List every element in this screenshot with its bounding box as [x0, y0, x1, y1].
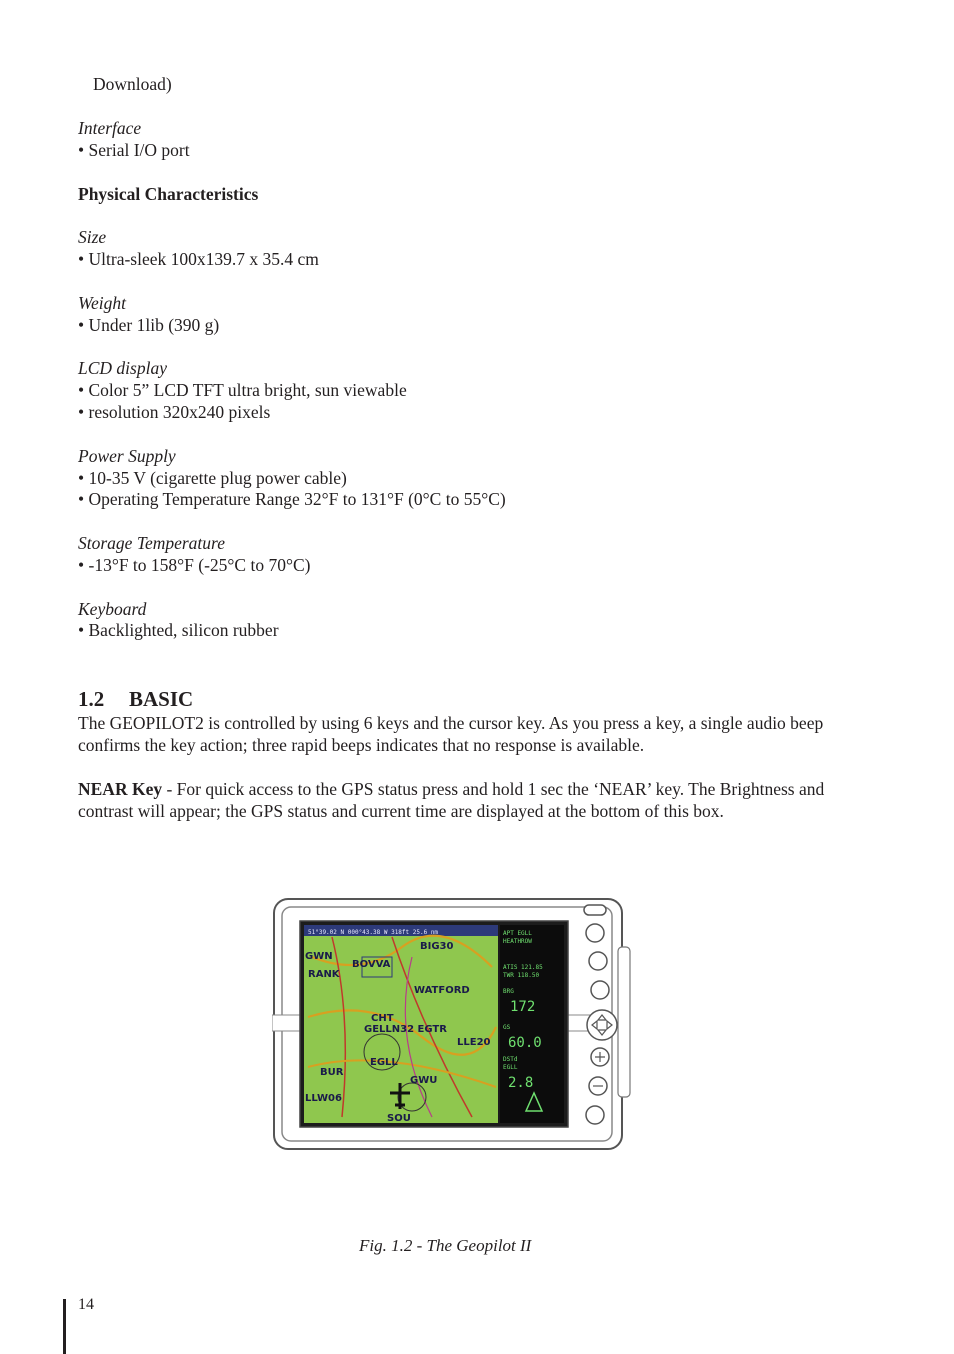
section-number: 1.2 [78, 687, 105, 711]
keyboard-heading: Keyboard [78, 599, 147, 619]
near-key-text: - For quick access to the GPS status pre… [78, 779, 825, 821]
physical-characteristics-heading: Physical Characteristics [78, 184, 259, 204]
storage-item: • -13°F to 158°F (-25°C to 70°C) [78, 555, 311, 575]
size-heading: Size [78, 227, 107, 247]
svg-text:51°39.02 N 000°43.38 W 318ft 2: 51°39.02 N 000°43.38 W 318ft 25.6 nm [308, 929, 438, 936]
panel-dst-value: 2.8 [508, 1075, 533, 1091]
keyboard-item: • Backlighted, silicon rubber [78, 620, 279, 640]
geopilot-device-figure: 51°39.02 N 000°43.38 W 318ft 25.6 nm BIG… [272, 898, 631, 1150]
lcd-heading: LCD display [78, 358, 167, 378]
power-item-1: • 10-35 V (cigarette plug power cable) [78, 468, 347, 488]
lcd-item-1: • Color 5” LCD TFT ultra bright, sun vie… [78, 380, 407, 400]
near-key-label: NEAR Key [78, 779, 163, 799]
map-label-1: BIG30 [420, 941, 454, 952]
page-number: 14 [78, 1296, 94, 1313]
map-label-10: BUR [320, 1067, 344, 1078]
panel-brg-value: 172 [510, 999, 535, 1015]
interface-item: • Serial I/O port [78, 140, 190, 160]
panel-dst-label: DSTd [503, 1056, 518, 1063]
map-label-6: CHT [371, 1013, 394, 1024]
download-continuation: Download) [93, 74, 172, 94]
panel-apt-name: HEATHROW [503, 938, 532, 945]
map-label-7: GELLN32 EGTR [364, 1024, 447, 1035]
map-label-5: WATFORD [414, 985, 470, 996]
panel-gs-value: 60.0 [508, 1035, 542, 1051]
lcd-item-2: • resolution 320x240 pixels [78, 402, 271, 422]
panel-atis: ATIS 121.85 [503, 964, 543, 971]
panel-dst-apt: EGLL [503, 1064, 518, 1071]
figure-caption: Fig. 1.2 - The Geopilot II [359, 1236, 532, 1255]
map-label-13: SOU [387, 1113, 411, 1124]
panel-brg-label: BRG [503, 988, 514, 995]
storage-heading: Storage Temperature [78, 533, 225, 553]
weight-item: • Under 1lib (390 g) [78, 315, 220, 335]
panel-twr: TWR 118.50 [503, 972, 540, 979]
panel-apt: APT EGLL [503, 930, 532, 937]
near-key-paragraph: NEAR Key - For quick access to the GPS s… [78, 778, 838, 822]
interface-heading: Interface [78, 118, 142, 138]
map-label-4: RANK [308, 969, 341, 980]
section-title: BASIC [129, 687, 194, 711]
map-label-11: GWU [410, 1075, 437, 1086]
map-label-3: BOVVA [352, 959, 391, 970]
weight-heading: Weight [78, 293, 126, 313]
map-label-8: LLE20 [457, 1037, 491, 1048]
map-label-9: EGLL [370, 1057, 398, 1068]
page-margin-bar [63, 1299, 66, 1354]
map-label-2: GWN [305, 951, 333, 962]
power-item-2: • Operating Temperature Range 32°F to 13… [78, 489, 506, 509]
panel-gs-label: GS [503, 1024, 511, 1031]
basic-paragraph: The GEOPILOT2 is controlled by using 6 k… [78, 713, 824, 755]
map-label-12: LLW06 [305, 1093, 342, 1104]
section-heading: 1.2 BASIC [78, 686, 193, 712]
power-heading: Power Supply [78, 446, 176, 466]
size-item: • Ultra-sleek 100x139.7 x 35.4 cm [78, 249, 319, 269]
